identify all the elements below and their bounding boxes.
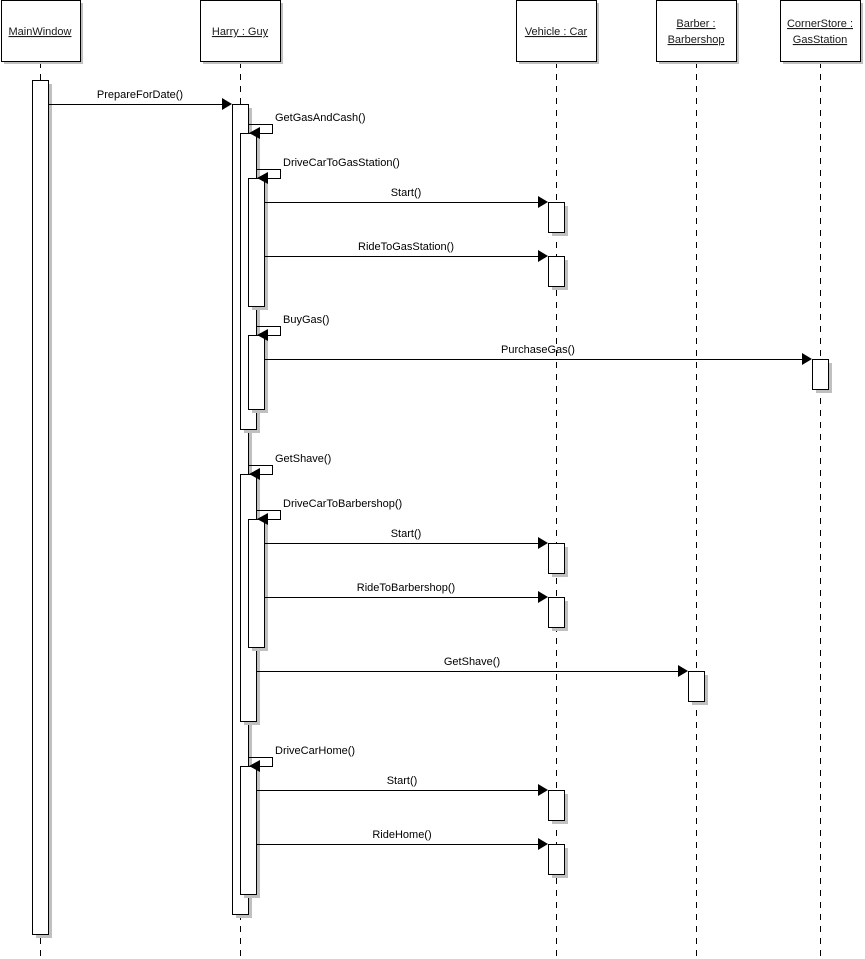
lifeline-head-box bbox=[656, 0, 737, 62]
activation-rect bbox=[548, 597, 565, 628]
activation-rect bbox=[248, 519, 265, 648]
activation-rect bbox=[248, 335, 265, 410]
message-label: BuyGas() bbox=[283, 314, 329, 326]
message-self-call[interactable]: DriveCarHome() bbox=[248, 745, 355, 772]
arrowhead-icon bbox=[257, 513, 268, 525]
message-self-call[interactable]: DriveCarToBarbershop() bbox=[256, 498, 402, 525]
lifeline-corner[interactable]: CornerStore : GasStation bbox=[780, 0, 864, 65]
activation-rect bbox=[812, 359, 829, 390]
arrowhead-icon bbox=[538, 591, 548, 603]
message-label: Start() bbox=[391, 187, 422, 199]
message-line bbox=[256, 326, 281, 336]
activation-box bbox=[548, 202, 568, 236]
message-call[interactable]: Start() bbox=[264, 187, 548, 208]
message-label: RideToBarbershop() bbox=[357, 582, 455, 594]
activation-rect bbox=[548, 790, 565, 821]
message-self-call[interactable]: GetGasAndCash() bbox=[248, 112, 365, 139]
arrowhead-icon bbox=[538, 250, 548, 262]
message-call[interactable]: Start() bbox=[264, 528, 548, 549]
arrowhead-icon bbox=[249, 760, 260, 772]
arrowhead-icon bbox=[249, 127, 260, 139]
message-label: RideToGasStation() bbox=[358, 241, 454, 253]
activation-box bbox=[548, 597, 568, 631]
activation-rect bbox=[688, 671, 705, 702]
arrowhead-icon bbox=[538, 838, 548, 850]
message-label: RideHome() bbox=[372, 829, 431, 841]
message-label: DriveCarToGasStation() bbox=[283, 157, 400, 169]
arrowhead-icon bbox=[538, 537, 548, 549]
arrowhead-icon bbox=[802, 353, 812, 365]
lifeline-label: Barbershop bbox=[668, 34, 725, 46]
activation-box bbox=[548, 543, 568, 577]
arrowhead-icon bbox=[538, 784, 548, 796]
activation-rect bbox=[548, 256, 565, 287]
activation-box bbox=[688, 671, 708, 705]
activation-rect bbox=[548, 543, 565, 574]
activation-rect bbox=[240, 766, 257, 895]
message-call[interactable]: RideToBarbershop() bbox=[264, 582, 548, 603]
activation-box bbox=[548, 790, 568, 824]
message-call[interactable]: GetShave() bbox=[256, 656, 688, 677]
lifeline-label: GasStation bbox=[793, 34, 847, 46]
activation-box bbox=[548, 844, 568, 878]
activation-box bbox=[248, 335, 268, 413]
activation-box bbox=[248, 178, 268, 310]
message-call[interactable]: Start() bbox=[256, 775, 548, 796]
message-call[interactable]: PurchaseGas() bbox=[264, 344, 812, 365]
message-label: DriveCarHome() bbox=[275, 745, 355, 757]
activation-box bbox=[248, 519, 268, 651]
message-self-call[interactable]: DriveCarToGasStation() bbox=[256, 157, 400, 184]
arrowhead-icon bbox=[538, 196, 548, 208]
message-label: Start() bbox=[391, 528, 422, 540]
message-line bbox=[256, 169, 281, 179]
lifeline-label: Harry : Guy bbox=[212, 26, 269, 38]
message-label: Start() bbox=[387, 775, 418, 787]
arrowhead-icon bbox=[222, 98, 232, 110]
arrowhead-icon bbox=[257, 329, 268, 341]
message-call[interactable]: RideToGasStation() bbox=[264, 241, 548, 262]
lifeline-head-box bbox=[200, 0, 281, 62]
message-line bbox=[248, 465, 273, 475]
lifeline-vehicle[interactable]: Vehicle : Car bbox=[516, 0, 600, 65]
lifeline-label: CornerStore : bbox=[787, 18, 853, 30]
message-label: GetShave() bbox=[275, 453, 331, 465]
lifeline-label: Barber : bbox=[676, 18, 715, 30]
activation-box bbox=[812, 359, 832, 393]
lifeline-label: Vehicle : Car bbox=[525, 26, 588, 38]
message-line bbox=[248, 124, 273, 134]
message-self-call[interactable]: GetShave() bbox=[248, 453, 331, 480]
activation-rect bbox=[548, 844, 565, 875]
lifeline-label: MainWindow bbox=[9, 26, 72, 38]
activation-rect bbox=[248, 178, 265, 307]
message-label: PrepareForDate() bbox=[97, 89, 183, 101]
message-label: GetShave() bbox=[444, 656, 500, 668]
message-label: GetGasAndCash() bbox=[275, 112, 365, 124]
activation-rect bbox=[32, 80, 49, 935]
activation-box bbox=[32, 80, 52, 938]
lifeline-barber[interactable]: Barber : Barbershop bbox=[656, 0, 740, 65]
lifeline-head-box bbox=[1, 0, 81, 62]
message-call[interactable]: PrepareForDate() bbox=[48, 89, 232, 110]
message-self-call[interactable]: BuyGas() bbox=[256, 314, 329, 341]
activation-rect bbox=[548, 202, 565, 233]
arrowhead-icon bbox=[678, 665, 688, 677]
arrowhead-icon bbox=[249, 468, 260, 480]
message-line bbox=[256, 510, 281, 520]
message-label: PurchaseGas() bbox=[501, 344, 575, 356]
arrowhead-icon bbox=[257, 172, 268, 184]
activation-box bbox=[548, 256, 568, 290]
lifeline-harry[interactable]: Harry : Guy bbox=[200, 0, 284, 65]
lifeline-main[interactable]: MainWindow bbox=[1, 0, 84, 65]
lifeline-head-box bbox=[516, 0, 597, 62]
activation-box bbox=[240, 766, 260, 898]
message-label: DriveCarToBarbershop() bbox=[283, 498, 402, 510]
lifeline-head-box bbox=[780, 0, 861, 62]
message-line bbox=[248, 757, 273, 767]
message-call[interactable]: RideHome() bbox=[256, 829, 548, 850]
